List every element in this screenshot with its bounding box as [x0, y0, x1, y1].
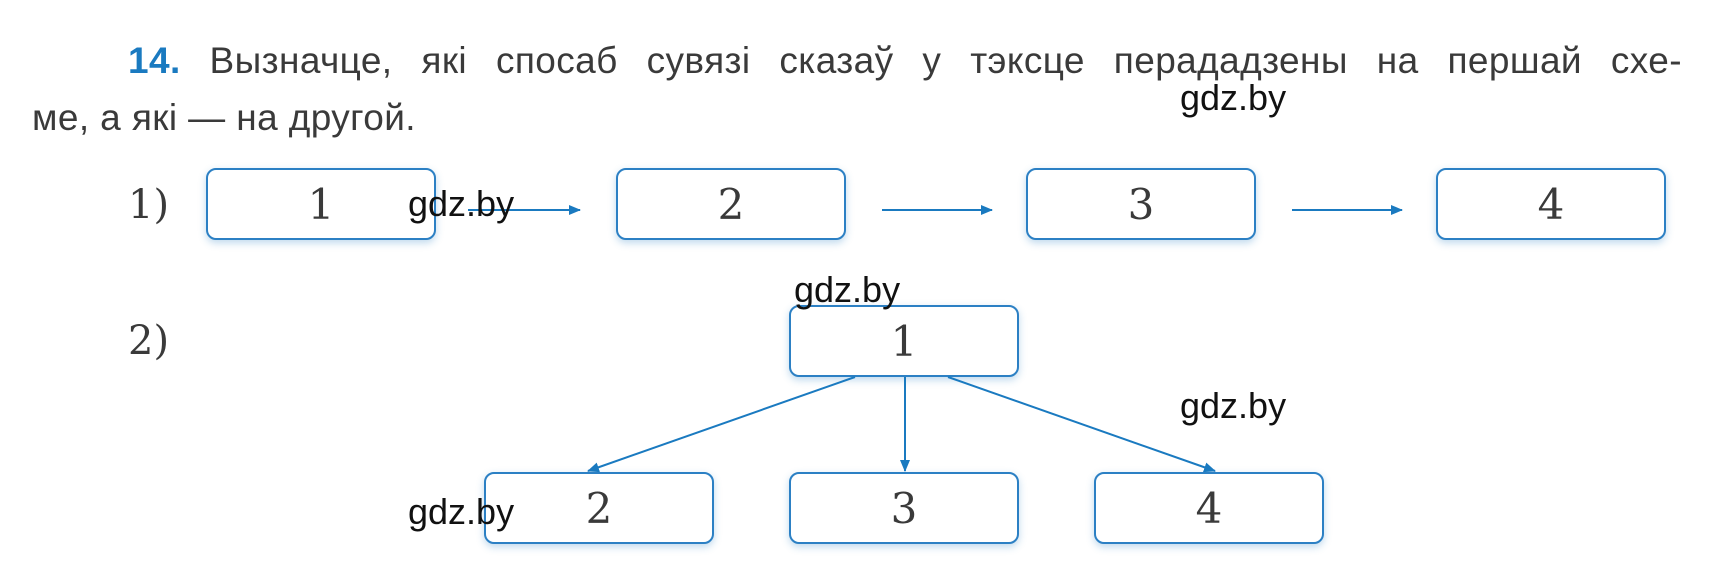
scheme-2-label: 2) [128, 318, 170, 364]
scheme-1-box-3: 3 [1026, 168, 1256, 240]
watermark: gdz.by [1180, 77, 1287, 118]
scheme-2-box-3-label: 3 [890, 483, 918, 533]
task-line-1-text: Вызначце, які спосаб сувязі сказаў у тэк… [209, 40, 1682, 81]
task-line-2: ме, а які — на другой. [32, 97, 416, 138]
scheme-2-arrow-1-4 [947, 376, 1216, 473]
watermark: gdz.by [408, 491, 515, 532]
scheme-2-box-2-label: 2 [585, 483, 613, 533]
task-line-1: 14. Вызначце, які спосаб сувязі сказаў у… [32, 32, 1682, 89]
scheme-1-label: 1) [128, 182, 170, 228]
scheme-2-box-top-label: 1 [890, 316, 918, 366]
scheme-1-box-2: 2 [616, 168, 846, 240]
scheme-1-box-2-label: 2 [717, 179, 745, 229]
task-number: 14. [128, 40, 181, 81]
scheme-1-box-3-label: 3 [1127, 179, 1155, 229]
scheme-1-box-1-label: 1 [307, 179, 335, 229]
watermark: gdz.by [408, 183, 515, 224]
scheme-2-box-3: 3 [789, 472, 1019, 544]
scheme-2-box-4: 4 [1094, 472, 1324, 544]
scheme-1-box-4-label: 4 [1537, 179, 1565, 229]
watermark: gdz.by [1180, 385, 1287, 426]
task-text: 14. Вызначце, які спосаб сувязі сказаў у… [32, 32, 1682, 146]
scheme-2-arrow-1-2 [587, 376, 856, 473]
scheme-1-box-4: 4 [1436, 168, 1666, 240]
watermark: gdz.by [794, 269, 901, 310]
scheme-2-box-2: 2 [484, 472, 714, 544]
scheme-2-box-top: 1 [789, 305, 1019, 377]
scheme-1-box-1: 1 [206, 168, 436, 240]
scheme-2-box-4-label: 4 [1195, 483, 1223, 533]
